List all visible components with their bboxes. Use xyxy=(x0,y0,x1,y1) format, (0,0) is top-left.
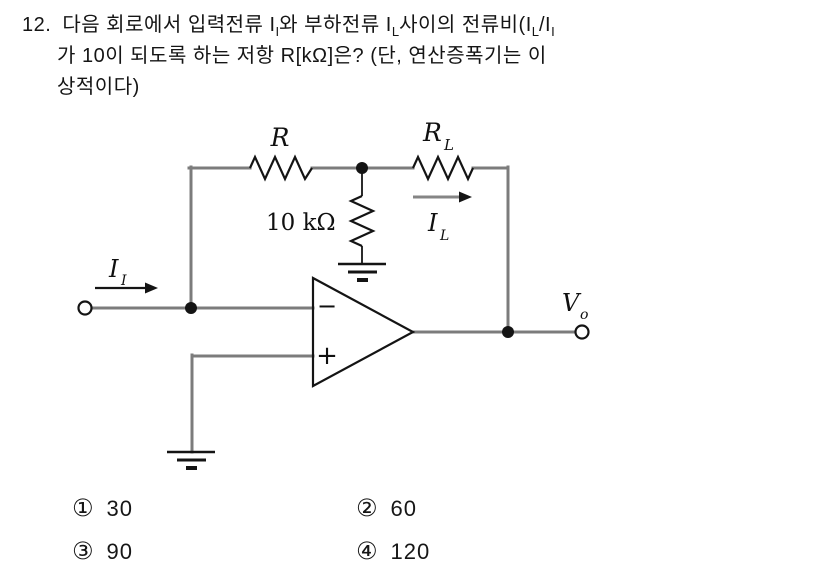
question-text-seg: 와 부하전류 I xyxy=(279,14,392,36)
opamp-inverting-sign: − xyxy=(317,292,337,320)
opamp-noninverting-sign: + xyxy=(316,341,338,371)
choice-3-value: 90 xyxy=(106,539,133,564)
question-line-1: 12.다음 회로에서 입력전류 II와 부하전류 IL사이의 전류비(IL/II xyxy=(22,8,555,39)
subscript-input-current: I xyxy=(275,24,280,39)
choice-4: ④ 120 xyxy=(356,539,430,565)
subscript-input-current: I xyxy=(551,24,555,39)
label-load-resistor-sub: L xyxy=(443,136,454,154)
label-shunt-resistor-value: 10 kΩ xyxy=(266,210,336,236)
subscript-load-current: L xyxy=(391,24,400,39)
node-dot-input xyxy=(185,302,197,314)
label-feedback-resistor: R xyxy=(270,123,290,152)
label-output-voltage: V xyxy=(562,289,582,317)
wires xyxy=(90,165,577,454)
node-dot-top xyxy=(356,162,368,174)
choice-3: ③ 90 xyxy=(72,539,133,565)
choice-2-value: 60 xyxy=(390,496,417,521)
choice-4-value: 120 xyxy=(390,539,431,564)
question-text-seg: 다음 회로에서 입력전류 I xyxy=(62,14,276,36)
resistor-rl xyxy=(411,154,475,182)
choice-2-marker: ② xyxy=(356,495,378,522)
filled-shapes xyxy=(145,162,514,338)
label-load-resistor: R xyxy=(422,118,442,147)
subscript-load-current: L xyxy=(531,24,539,39)
current-arrow-il-head xyxy=(459,191,472,203)
opamp-triangle xyxy=(311,276,416,388)
choice-1: ① 30 xyxy=(72,496,133,522)
ground-10k-icon xyxy=(338,262,386,282)
choice-1-marker: ① xyxy=(72,495,94,522)
label-input-current: I xyxy=(108,255,119,283)
question-line-2: 가 10이 되도록 하는 저항 R[kΩ]은? (단, 연산증폭기는 이 xyxy=(57,45,547,67)
label-output-voltage-sub: o xyxy=(580,307,588,323)
label-load-current-sub: L xyxy=(439,228,449,244)
current-arrow-ii-head xyxy=(145,282,158,294)
resistor-10k xyxy=(348,194,376,248)
resistor-r xyxy=(248,154,313,182)
choice-4-marker: ④ xyxy=(356,538,378,565)
question-text-seg: /I xyxy=(539,14,552,36)
question-number: 12. xyxy=(22,14,52,36)
question-text-seg: 사이의 전류비(I xyxy=(399,14,532,36)
terminal-input xyxy=(77,300,93,316)
terminal-output xyxy=(574,324,590,340)
choice-2: ② 60 xyxy=(356,496,417,522)
choice-1-value: 30 xyxy=(106,496,133,521)
label-load-current: I xyxy=(427,209,438,237)
ground-noninverting-icon xyxy=(167,450,215,470)
label-input-current-sub: I xyxy=(120,273,127,289)
question-line-3: 상적이다) xyxy=(57,76,140,98)
choice-3-marker: ③ xyxy=(72,538,94,565)
node-dot-output xyxy=(502,326,514,338)
